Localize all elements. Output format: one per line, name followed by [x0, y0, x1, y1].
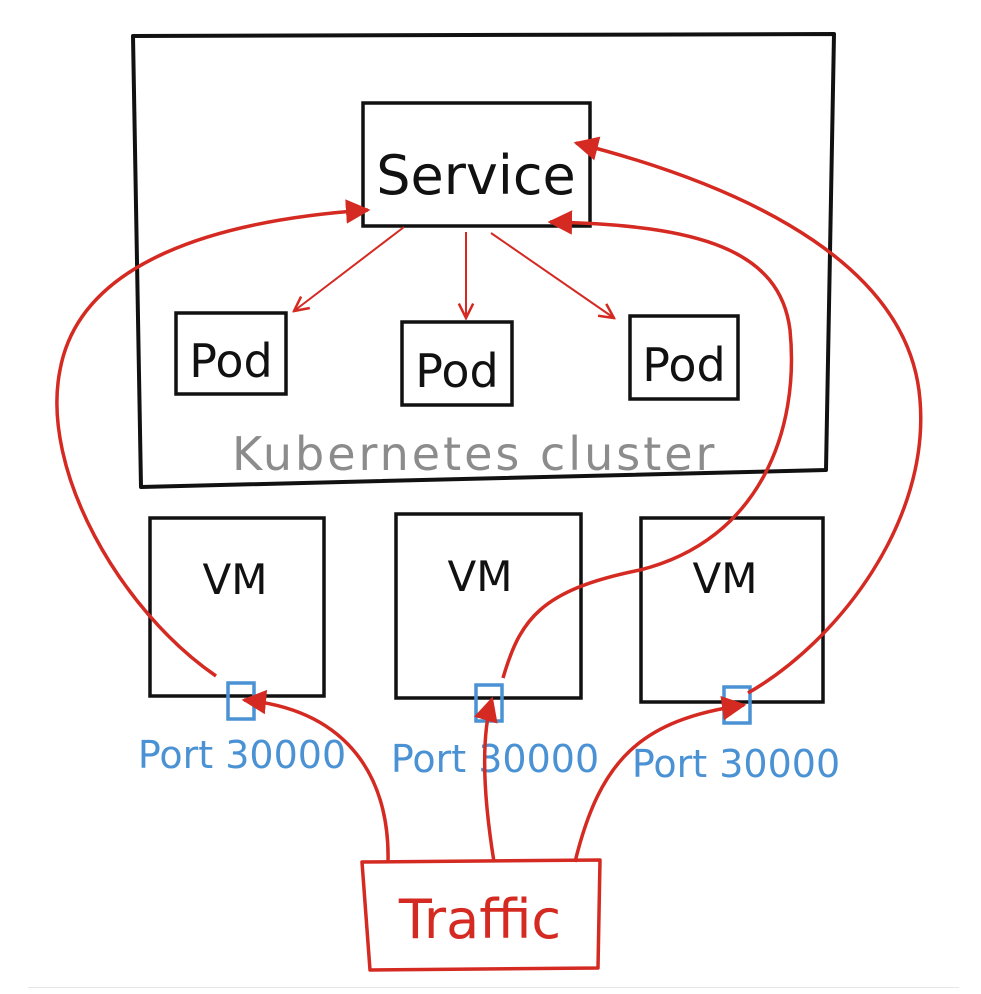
cluster-box [131, 32, 836, 489]
pod-label: Pod [415, 344, 498, 398]
pod-box [174, 311, 288, 396]
traffic-label: Traffic [398, 888, 561, 951]
cluster-label: Kubernetes cluster [232, 427, 717, 481]
service-to-pod-1-arrow [294, 226, 405, 311]
port-1-to-service-arrow [55, 199, 371, 678]
port-1-label: Port 30000 [138, 733, 346, 777]
traffic-to-port-1-arrow [241, 689, 390, 863]
traffic-to-port-3-arrow [573, 696, 747, 863]
bottom-divider [28, 987, 959, 988]
port-3-to-service-arrow [573, 136, 923, 695]
traffic-box [360, 858, 602, 972]
port-2-to-service-arrow [501, 210, 794, 679]
service-label: Service [376, 144, 576, 207]
vm-label: VM [448, 552, 513, 601]
vm-1: VM [148, 516, 326, 698]
vm-box [148, 516, 326, 698]
traffic-to-port-2-arrow [474, 696, 498, 863]
pod-2: Pod [400, 320, 514, 407]
pod-label: Pod [189, 334, 272, 388]
service-to-pod-3-arrow [490, 232, 614, 318]
port-3-label: Port 30000 [632, 742, 840, 786]
vm-box [639, 516, 825, 704]
port-2-label: Port 30000 [391, 737, 599, 781]
vm-label: VM [203, 555, 268, 604]
pod-label: Pod [642, 338, 725, 392]
vm-2: VM [394, 512, 583, 700]
service-box [361, 101, 592, 228]
pod-box [628, 314, 740, 401]
vm-label: VM [693, 554, 758, 603]
pod-3: Pod [628, 314, 740, 401]
vm-3: VM [639, 516, 825, 704]
pod-1: Pod [174, 311, 288, 396]
vm-box [394, 512, 583, 700]
pod-box [400, 320, 514, 407]
